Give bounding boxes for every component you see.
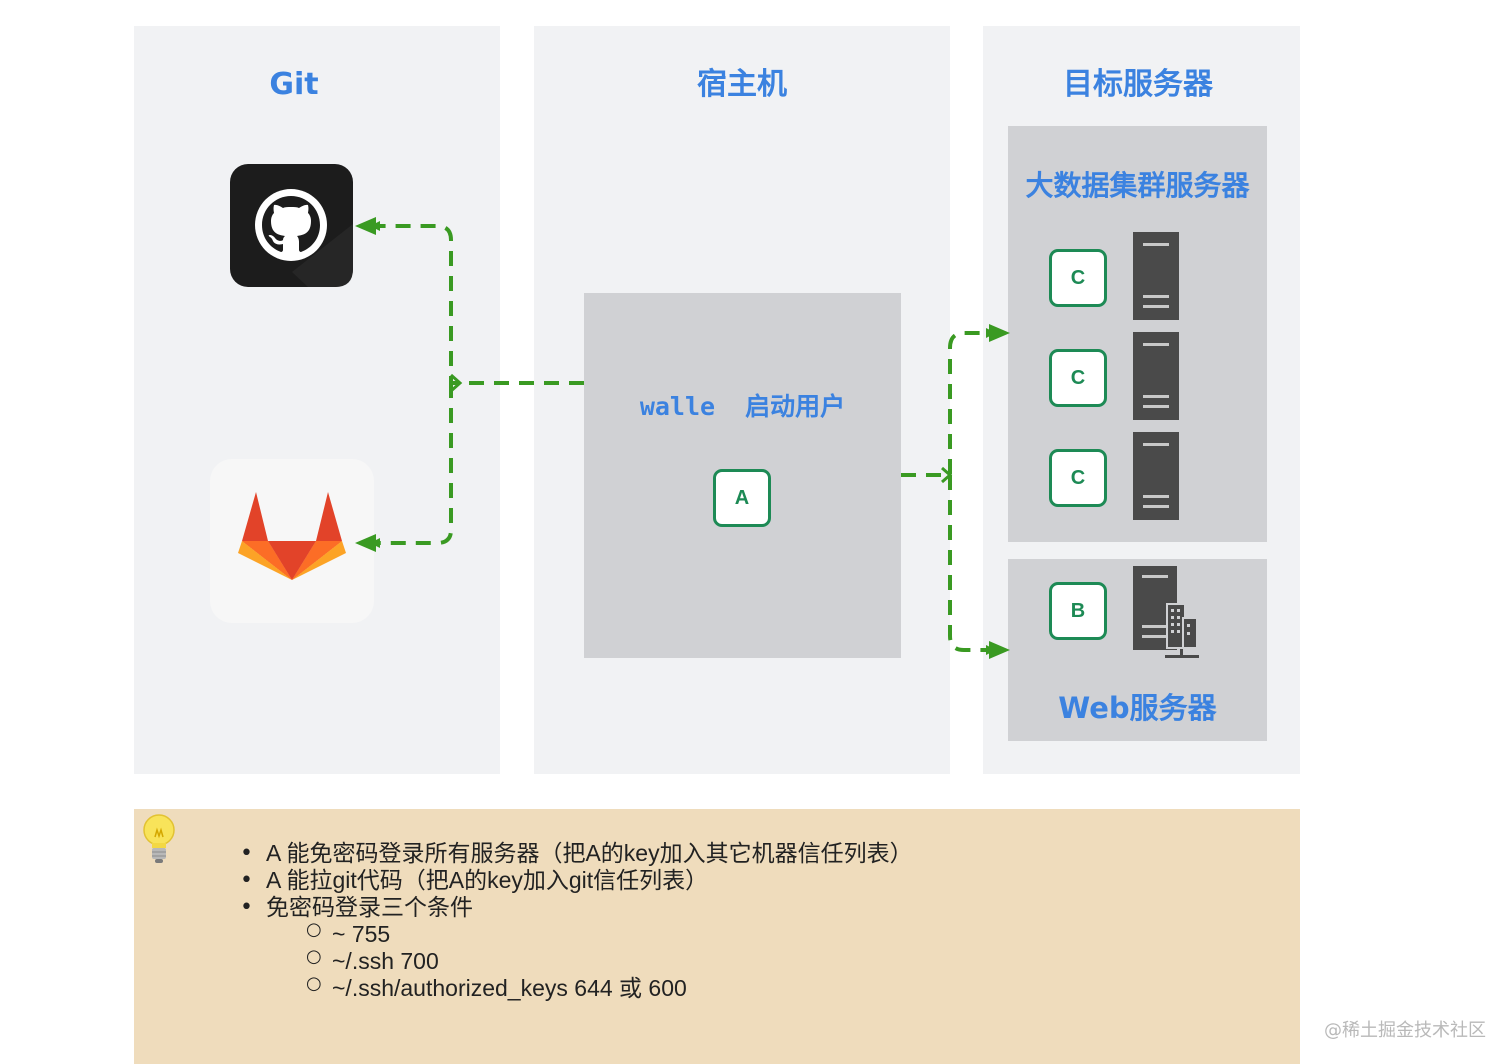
server-icon (1133, 332, 1179, 420)
lightbulb-icon (142, 813, 176, 865)
bullet: • (240, 841, 253, 866)
bullet: • (240, 895, 253, 920)
node-c: C (1049, 349, 1107, 407)
server-icon (1133, 232, 1179, 320)
sub-bullet: ○ (306, 946, 322, 967)
git-panel (134, 26, 500, 774)
node-a: A (713, 469, 771, 527)
github-logo (230, 164, 353, 287)
bigdata-label: 大数据集群服务器 (1025, 169, 1250, 202)
walle-user-label: walle 启动用户 (639, 392, 846, 421)
sub-bullet: ○ (306, 973, 322, 994)
gitlab-logo (210, 459, 374, 623)
host-title: 宿主机 (697, 67, 787, 102)
target-title: 目标服务器 (1063, 67, 1213, 102)
sub-bullet: ○ (306, 919, 322, 940)
note-item: A 能免密码登录所有服务器（把A的key加入其它机器信任列表） (266, 840, 913, 866)
git-title: Git (269, 67, 319, 102)
note-subitem: ~/.ssh/authorized_keys 644 或 600 (332, 975, 687, 1001)
node-c: C (1049, 449, 1107, 507)
node-b: B (1049, 582, 1107, 640)
note-box: • A 能免密码登录所有服务器（把A的key加入其它机器信任列表） • A 能拉… (134, 809, 1300, 1064)
watermark: @稀土掘金技术社区 (1324, 1020, 1486, 1041)
bullet: • (240, 868, 253, 893)
web-server-icon (1133, 566, 1203, 660)
node-c: C (1049, 249, 1107, 307)
note-subitem: ~/.ssh 700 (332, 948, 439, 974)
note-item: A 能拉git代码（把A的key加入git信任列表） (266, 867, 709, 893)
web-label: Web服务器 (1058, 691, 1217, 725)
note-item: 免密码登录三个条件 (266, 894, 473, 920)
server-icon (1133, 432, 1179, 520)
note-subitem: ~ 755 (332, 921, 391, 947)
